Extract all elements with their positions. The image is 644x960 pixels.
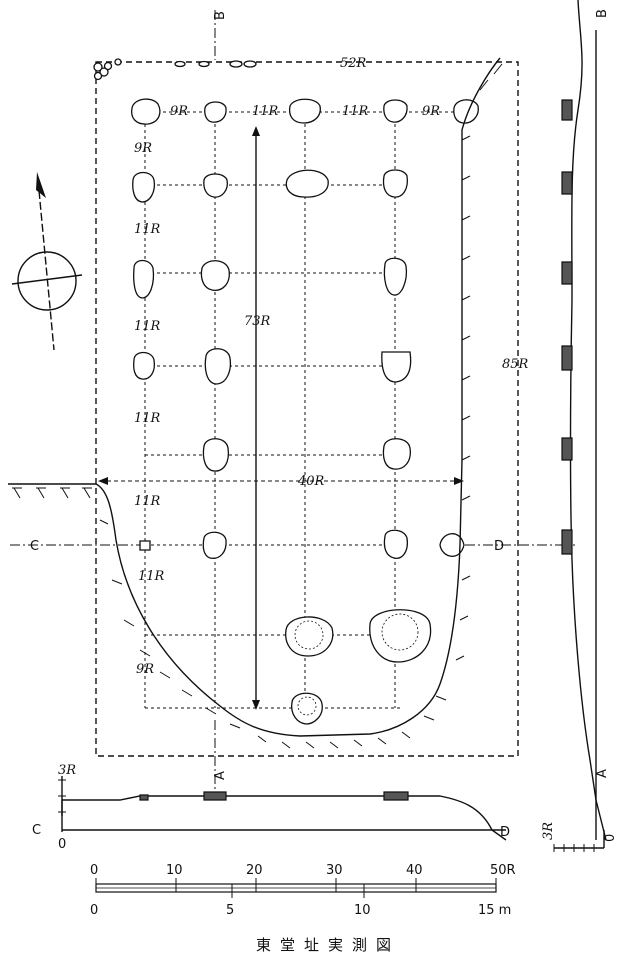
dim-bay-11-b: 11R xyxy=(342,104,369,119)
stone xyxy=(130,98,161,125)
profile-top-label: 3R xyxy=(58,763,76,778)
hatch xyxy=(561,529,573,555)
profile-scale-labels: 3R 0 3R 0 xyxy=(58,763,618,852)
dim-col-9-top: 9R xyxy=(134,141,152,156)
scale-bar xyxy=(95,878,497,898)
shaku-tick-10: 10 xyxy=(166,863,183,878)
stone xyxy=(383,99,408,123)
meter-tick-10: 10 xyxy=(354,903,371,918)
stone xyxy=(204,348,232,385)
profile-a-b xyxy=(553,0,607,852)
hatch xyxy=(561,99,573,121)
meter-tick-0: 0 xyxy=(90,903,98,918)
figure-caption: 東堂址実測図 xyxy=(256,936,400,954)
large-stone-3 xyxy=(291,692,323,725)
side-top-label: 3R xyxy=(541,822,556,840)
north-arrow-icon xyxy=(11,172,83,351)
corner-stones xyxy=(93,58,257,81)
stone xyxy=(381,351,412,383)
shaku-tick-40: 40 xyxy=(406,863,423,878)
stone xyxy=(382,438,411,470)
hatch xyxy=(561,171,573,195)
section-marker-labels: B A C D B A C D xyxy=(30,9,610,840)
stone xyxy=(139,540,151,551)
dim-width-inner: 40R xyxy=(297,474,325,489)
dim-bay-11-a: 11R xyxy=(252,104,279,119)
dim-depth-outer: 85R xyxy=(502,357,529,372)
dim-bay-9-left: 9R xyxy=(170,104,188,119)
marker-a-profile: A xyxy=(595,769,610,778)
dim-col-11-2: 11R xyxy=(134,319,161,334)
column-stones xyxy=(93,58,479,725)
stone xyxy=(383,257,408,296)
hatch xyxy=(139,794,149,801)
dimension-labels: 52R 9R 11R 11R 9R 73R 85R 40R 9R 11R 11R… xyxy=(134,56,529,677)
meter-tick-15: 15 m xyxy=(478,903,511,918)
marker-b-profile: B xyxy=(595,9,610,18)
dim-col-11-4: 11R xyxy=(134,494,161,509)
stone xyxy=(133,259,155,299)
shaku-tick-0: 0 xyxy=(90,863,98,878)
section-lines xyxy=(10,10,575,790)
stone xyxy=(285,169,329,198)
stone xyxy=(133,351,156,380)
dim-col-11-3: 11R xyxy=(134,411,161,426)
shaku-tick-20: 20 xyxy=(246,863,263,878)
stone xyxy=(200,260,230,291)
large-stone-2 xyxy=(369,609,432,663)
stone xyxy=(439,533,465,557)
stone xyxy=(202,531,227,559)
stone xyxy=(382,169,408,198)
shaku-tick-50: 50R xyxy=(490,863,516,878)
outer-boundary xyxy=(95,61,519,757)
dim-bay-9-right: 9R xyxy=(422,104,440,119)
side-zero-label: 0 xyxy=(603,834,618,842)
stone xyxy=(202,438,230,472)
hatch xyxy=(383,791,409,801)
scale-labels: 0 10 20 30 40 50R 0 5 10 15 m xyxy=(90,863,516,918)
column-grid xyxy=(144,111,466,709)
marker-c-profile: C xyxy=(32,823,41,838)
marker-d-profile: D xyxy=(500,825,510,840)
dim-width-top: 52R xyxy=(340,56,367,71)
dimension-lines xyxy=(98,126,464,710)
marker-b-top: B xyxy=(213,11,228,20)
terrain-edges xyxy=(8,57,503,749)
profile-zero-label: 0 xyxy=(58,837,66,852)
stone xyxy=(203,173,228,198)
hatch xyxy=(561,261,573,285)
dim-col-9-bottom: 9R xyxy=(136,662,154,677)
shaku-tick-30: 30 xyxy=(326,863,343,878)
profile-c-d xyxy=(58,776,507,841)
marker-c-left: C xyxy=(30,539,39,554)
stone xyxy=(453,99,479,124)
stone xyxy=(204,101,227,123)
meter-tick-5: 5 xyxy=(226,903,234,918)
hatch xyxy=(561,345,573,371)
stone xyxy=(383,529,408,559)
dim-col-11-5: 11R xyxy=(138,569,165,584)
stone xyxy=(288,98,321,124)
dim-depth-inner: 73R xyxy=(244,314,271,329)
dim-col-11-1: 11R xyxy=(134,222,161,237)
hatch xyxy=(561,437,573,461)
large-stone-1 xyxy=(285,616,334,657)
marker-d-right: D xyxy=(494,539,504,554)
marker-a-bottom: A xyxy=(213,771,228,780)
stone xyxy=(132,171,156,203)
hatch xyxy=(203,791,227,801)
